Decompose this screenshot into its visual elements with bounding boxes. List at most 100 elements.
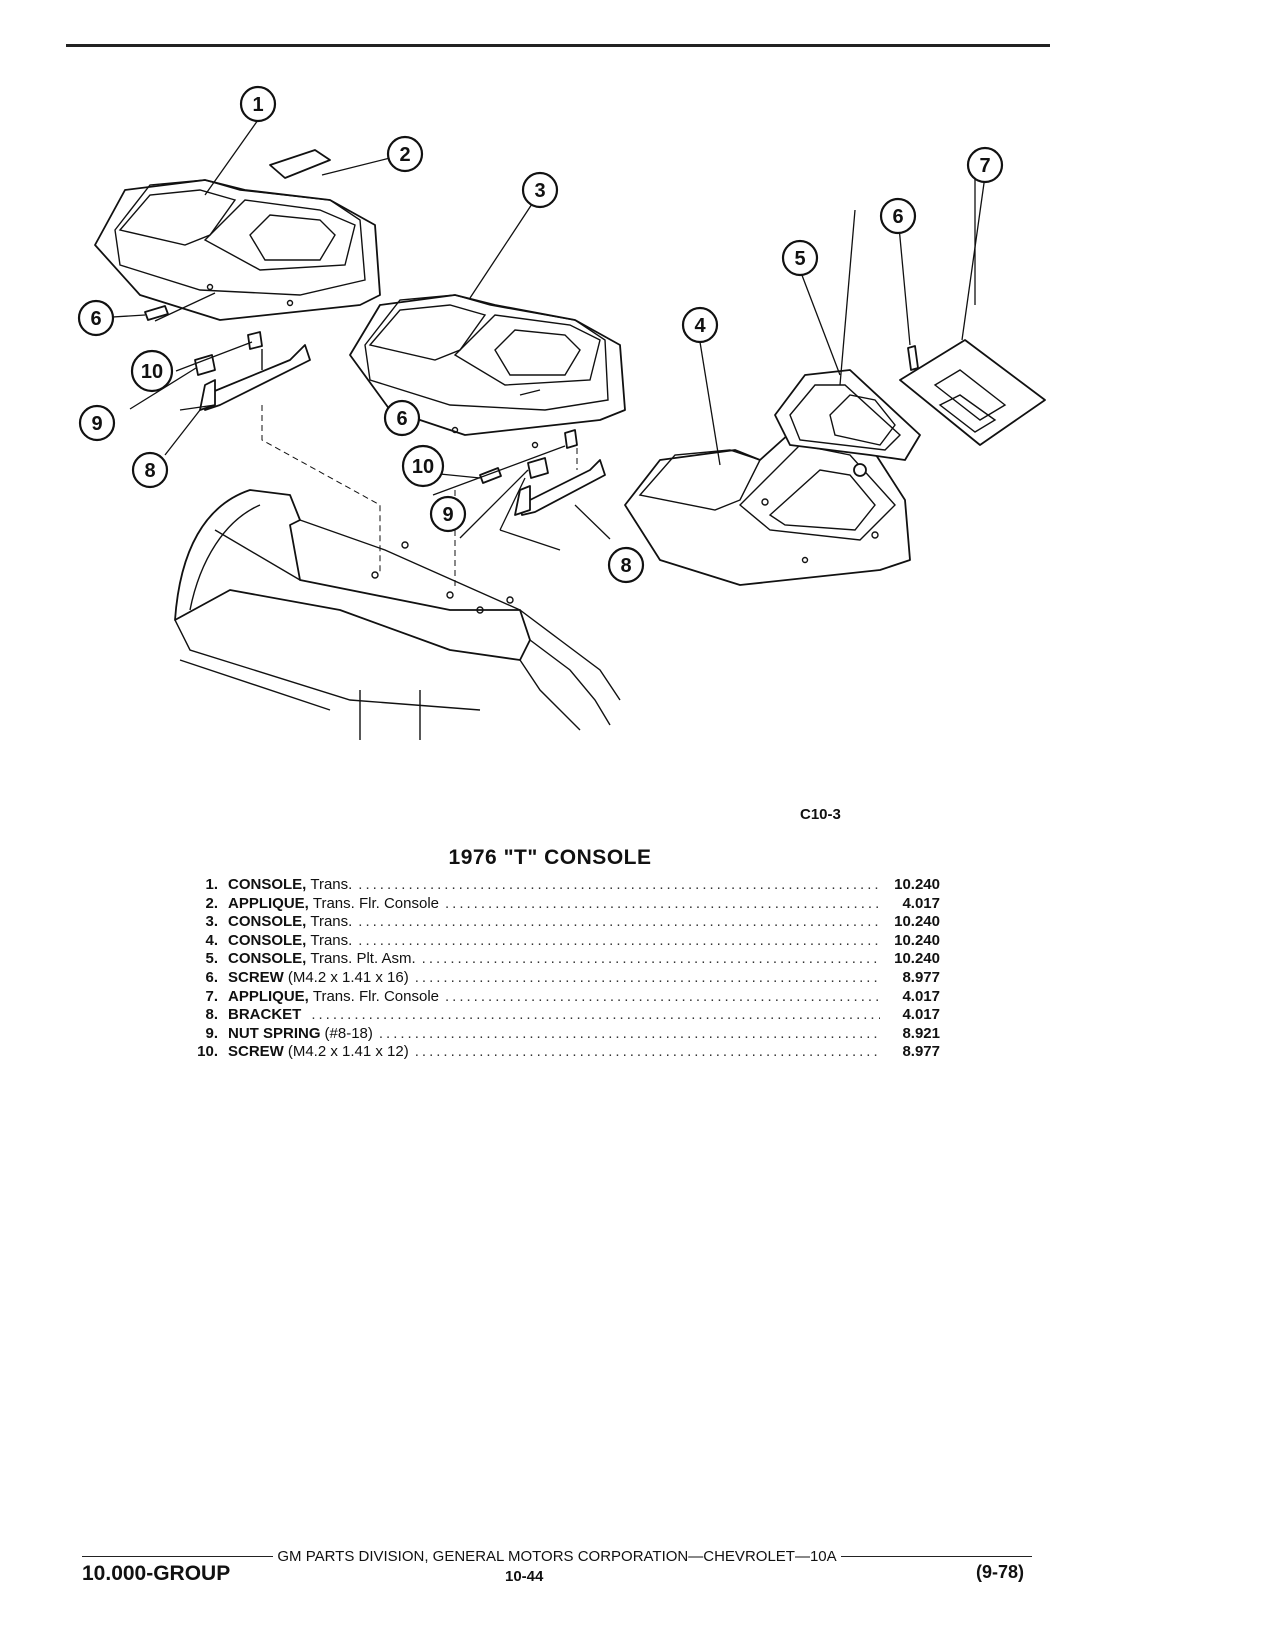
part-number: 6. (205, 968, 218, 986)
part-name: CONSOLE, (228, 931, 307, 949)
part-name: CONSOLE, (228, 876, 307, 893)
part-number: 7. (205, 987, 218, 1005)
svg-text:7: 7 (979, 155, 990, 177)
leader-dots (352, 932, 880, 951)
part-number: 10. (197, 1043, 218, 1061)
svg-text:10: 10 (412, 456, 434, 478)
group-number: 8.977 (902, 968, 940, 986)
part-desc: (#8-18) (324, 1024, 373, 1042)
bracket-left (194, 331, 381, 575)
part-number: 2. (205, 894, 218, 912)
part-desc: Trans. (310, 931, 353, 949)
leader-dots (416, 950, 880, 969)
footer-publisher: GM PARTS DIVISION, GENERAL MOTORS CORPOR… (277, 1548, 837, 1565)
footer-revision: (9-78) (976, 1562, 1025, 1582)
callout-8-middle: 8 (607, 546, 645, 584)
footer-group: 10.000-GROUP (82, 1562, 231, 1585)
part-desc: Trans. (310, 913, 353, 931)
console-5 (774, 369, 921, 461)
svg-text:3: 3 (534, 180, 545, 202)
group-number: 8.977 (902, 1043, 940, 1061)
callout-3: 3 (521, 171, 559, 209)
callout-6-left: 6 (77, 299, 115, 337)
part-name: APPLIQUE, (228, 987, 309, 1005)
svg-text:6: 6 (90, 308, 101, 330)
callout-6-middle: 6 (383, 399, 421, 437)
footer-page-number: 10-44 (505, 1568, 544, 1585)
svg-text:8: 8 (620, 555, 631, 577)
group-number: 8.921 (902, 1024, 940, 1042)
applique-2 (269, 149, 331, 179)
group-number: 4.017 (902, 987, 940, 1005)
parts-row: 8. BRACKET 4.017 (180, 1006, 940, 1025)
svg-text:6: 6 (396, 408, 407, 430)
callout-2: 2 (386, 135, 424, 173)
part-name: NUT SPRING (228, 1024, 321, 1042)
leader-dots (352, 913, 880, 932)
part-name: SCREW (228, 1043, 284, 1061)
group-number: 10.240 (894, 931, 940, 949)
callout-7: 7 (966, 146, 1004, 184)
parts-row: 4. CONSOLE, Trans. 10.240 (180, 932, 940, 951)
leader-dots (439, 988, 880, 1007)
group-number: 10.240 (894, 876, 940, 893)
footer-rule-left (82, 1556, 274, 1557)
leader-dots (373, 1025, 880, 1044)
bracket-middle (454, 429, 606, 590)
part-number: 5. (205, 950, 218, 968)
group-number: 4.017 (902, 1006, 940, 1024)
part-desc: (M4.2 x 1.41 x 16) (287, 968, 409, 986)
svg-text:10: 10 (141, 361, 163, 383)
parts-list: 1. CONSOLE, Trans. 10.240 2. APPLIQUE, T… (180, 876, 940, 1062)
top-rule (66, 44, 1050, 47)
floor-tunnel (174, 489, 621, 740)
parts-row: 2. APPLIQUE, Trans. Flr. Console 4.017 (180, 895, 940, 914)
callout-5: 5 (781, 239, 819, 277)
svg-text:8: 8 (144, 460, 155, 482)
parts-row: 9. NUT SPRING (#8-18) 8.921 (180, 1025, 940, 1044)
svg-text:4: 4 (694, 315, 706, 337)
footer-publisher-line: GM PARTS DIVISION, GENERAL MOTORS CORPOR… (82, 1548, 1033, 1565)
callout-9-middle: 9 (429, 495, 467, 533)
page-title: 1976 "T" CONSOLE (448, 846, 652, 869)
svg-text:6: 6 (892, 206, 903, 228)
applique-7 (899, 339, 1046, 446)
parts-row: 6. SCREW (M4.2 x 1.41 x 16) 8.977 (180, 969, 940, 988)
footer-rule-right (840, 1556, 1033, 1557)
leader-dots (352, 876, 880, 895)
part-number: 9. (205, 1024, 218, 1042)
leader-dots (305, 1006, 880, 1025)
group-number: 10.240 (894, 950, 940, 968)
leader-dots (409, 969, 880, 988)
part-name: CONSOLE, (228, 913, 307, 931)
callout-9-left: 9 (78, 404, 116, 442)
part-desc: Trans. Flr. Console (312, 987, 440, 1005)
parts-row: 10. SCREW (M4.2 x 1.41 x 12) 8.977 (180, 1043, 940, 1062)
svg-text:9: 9 (91, 413, 102, 435)
exploded-view-diagram: 1 2 3 4 5 6 7 6 10 9 8 6 10 9 8 (77, 85, 1046, 740)
part-number: 1. (205, 876, 218, 893)
svg-text:9: 9 (442, 504, 453, 526)
callout-4: 4 (681, 306, 719, 344)
svg-text:2: 2 (399, 144, 410, 166)
part-number: 8. (205, 1006, 218, 1024)
console-3 (349, 294, 626, 449)
leader-dots (439, 895, 880, 914)
callout-6-top: 6 (879, 197, 917, 235)
part-name: APPLIQUE, (228, 894, 309, 912)
part-name: CONSOLE, (228, 950, 307, 968)
parts-row: 3. CONSOLE, Trans. 10.240 (180, 913, 940, 932)
screw-6-right (907, 345, 919, 371)
group-number: 4.017 (902, 894, 940, 912)
part-name: BRACKET (228, 1006, 302, 1024)
callout-1: 1 (239, 85, 277, 123)
part-number: 4. (205, 931, 218, 949)
figure-id: C10-3 (800, 806, 841, 823)
part-desc: Trans. Plt. Asm. (310, 950, 416, 968)
parts-row: 1. CONSOLE, Trans. 10.240 (180, 876, 940, 895)
part-name: SCREW (228, 968, 284, 986)
callout-8-left: 8 (131, 451, 169, 489)
part-number: 3. (205, 913, 218, 931)
callout-10-middle: 10 (401, 444, 445, 488)
parts-row: 5. CONSOLE, Trans. Plt. Asm. 10.240 (180, 950, 940, 969)
